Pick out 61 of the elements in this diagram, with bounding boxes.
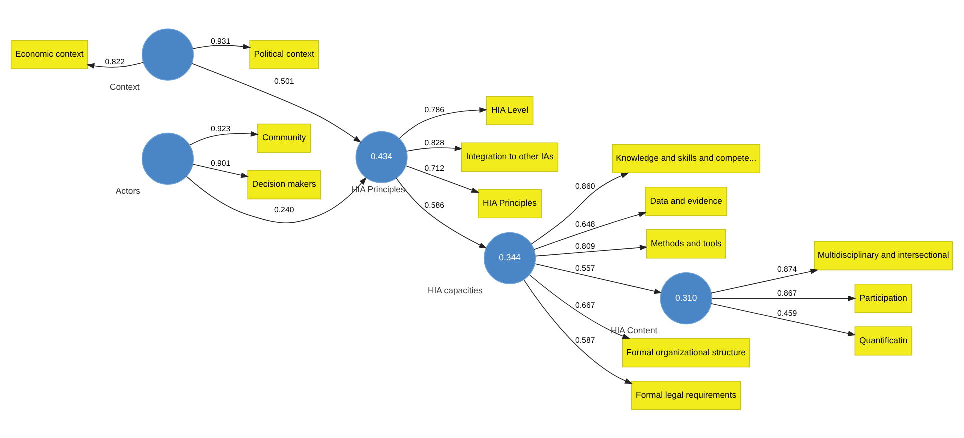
node-box: Multidisciplinary and intersectional (814, 240, 954, 270)
edge-label: 0.901 (210, 158, 231, 168)
arrow (406, 145, 463, 152)
arrow (529, 274, 631, 339)
node-box: Quantificatin (854, 326, 912, 356)
arrow (711, 303, 856, 336)
arrow (192, 44, 252, 50)
edge-label: 0.587 (576, 335, 596, 344)
node-box: HIA Level (486, 96, 534, 125)
node-box: Integration to other IAs (461, 142, 559, 172)
arrow (711, 268, 819, 294)
arrow (186, 176, 367, 224)
node-box: Political context (250, 40, 320, 69)
arrow (534, 263, 662, 294)
edge-label: 0.557 (576, 263, 596, 272)
node-box: HIA Principles (478, 188, 542, 218)
edge-label: 0.860 (576, 181, 596, 190)
edge-label: 0.786 (424, 104, 445, 114)
arrow (396, 178, 488, 248)
node-circle (142, 132, 194, 184)
arrow (86, 62, 144, 68)
edge-label: 0.874 (777, 264, 798, 274)
arrow (531, 172, 630, 244)
edge-label: 0.459 (777, 308, 798, 318)
edge-label: 0.822 (105, 56, 125, 66)
arrow (406, 165, 480, 192)
node-box: Methods and tools (646, 229, 726, 258)
node-box: Decision makers (248, 170, 322, 200)
node-circle: 0.344 (484, 232, 536, 284)
node-label: HIA capacities (428, 284, 483, 295)
node-box: Knowledge and skills and compete... (612, 144, 761, 174)
arrow (524, 279, 633, 384)
edge-label: 0.501 (274, 76, 294, 86)
arrow (192, 62, 362, 143)
node-label: HIA Content (611, 325, 658, 336)
edge-label: 0.828 (424, 138, 445, 148)
edge-label: 0.712 (424, 163, 445, 172)
edge-label: 0.809 (576, 241, 596, 250)
node-box: Formal organizational structure (622, 338, 750, 368)
node-box: Formal legal requirements (632, 380, 742, 410)
arrow (534, 212, 647, 250)
node-box: Economic context (10, 40, 88, 69)
node-circle: 0.310 (660, 272, 712, 324)
node-box: Participation (854, 284, 912, 313)
node-box: Data and evidence (645, 186, 728, 216)
edge-label: 0.931 (210, 36, 231, 46)
node-label: Actors (116, 185, 140, 196)
edge-label: 0.586 (424, 200, 445, 210)
node-label: Context (110, 81, 140, 92)
arrow (192, 164, 250, 178)
node-circle (142, 28, 194, 80)
node-box: Community (258, 123, 312, 153)
arrow (712, 295, 856, 301)
arrow (535, 244, 648, 256)
arrow (399, 106, 488, 139)
edge-label: 0.240 (274, 205, 294, 214)
arrow (189, 130, 259, 146)
edge-label: 0.867 (777, 288, 798, 298)
edge-label: 0.648 (576, 219, 596, 228)
edge-label: 0.923 (210, 124, 231, 133)
edge-label: 0.667 (576, 300, 596, 310)
